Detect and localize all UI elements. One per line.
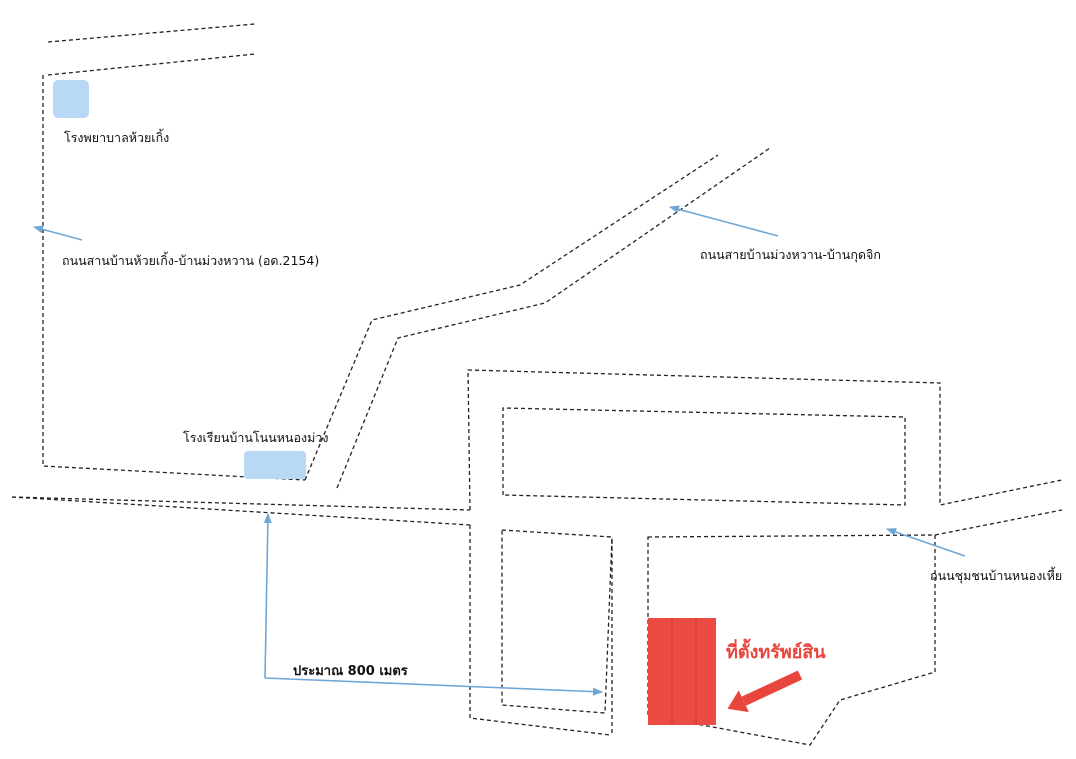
community-road-pointer-arrow bbox=[886, 528, 966, 557]
block-lower-left-outer bbox=[469, 525, 611, 736]
road-diagonal-south-edge bbox=[336, 147, 771, 489]
road-kudjik-pointer-arrow bbox=[669, 205, 779, 237]
community-road-label: ถนนชุมชนบ้านหนองเหี้ย bbox=[930, 568, 1063, 583]
block-upper-inner bbox=[502, 407, 906, 506]
distance-label: ประมาณ 800 เมตร bbox=[293, 664, 408, 679]
road-2154-label: ถนนสานบ้านห้วยเกิ้ง-บ้านม่วงหวาน (อด.215… bbox=[62, 253, 320, 268]
road-community-east bbox=[934, 509, 1063, 536]
road-top-south bbox=[47, 53, 256, 76]
road-diagonal-north-edge bbox=[304, 154, 719, 481]
block-lower-right bbox=[647, 534, 936, 746]
block-upper-outer bbox=[467, 369, 1063, 511]
hospital-label: โรงพยาบาลห้วยเกิ้ง bbox=[64, 130, 170, 145]
road-main-north-edge bbox=[11, 496, 471, 511]
school-label: โรงเรียนบ้านโนนหนองม่วง bbox=[183, 430, 329, 445]
distance-vertical-arrow bbox=[263, 513, 272, 679]
road-kudjik-label: ถนนสายบ้านม่วงหวาน-บ้านกุดจิก bbox=[700, 247, 881, 262]
block-lower-left-inner bbox=[501, 529, 613, 714]
distance-horizontal-arrow bbox=[264, 677, 603, 696]
hospital-marker bbox=[53, 80, 89, 118]
property-label: ที่ตั้งทรัพย์สิน bbox=[726, 642, 826, 663]
property-pointer-arrow bbox=[727, 670, 803, 713]
road-main-left-north bbox=[11, 496, 471, 526]
property-marker bbox=[648, 618, 716, 725]
road-2154-pointer-arrow bbox=[33, 225, 83, 241]
school-marker bbox=[244, 451, 306, 479]
road-top-north bbox=[47, 23, 256, 43]
